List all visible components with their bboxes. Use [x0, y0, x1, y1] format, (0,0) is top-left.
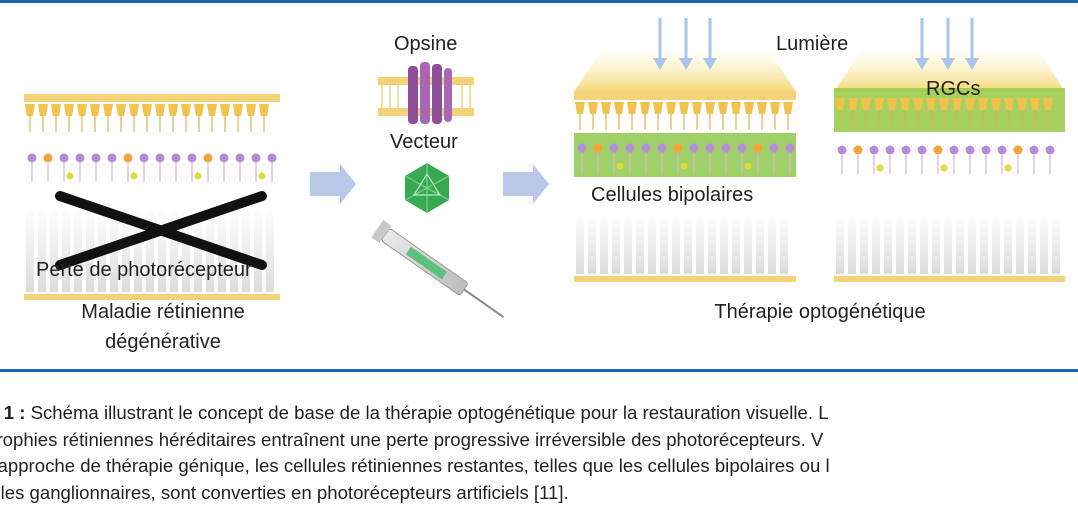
- top-rule: [0, 0, 1078, 3]
- caption-label: g. 1 :: [0, 402, 26, 423]
- label-perte-photorecepteur: Perte de photorécepteur: [36, 259, 252, 281]
- light-arrow-icon: [653, 18, 717, 70]
- optogenetics-figure: [24, 18, 1065, 318]
- ganglion-layer: [25, 104, 269, 132]
- label-rgcs: RGCs: [926, 78, 981, 100]
- caption-line: llules ganglionnaires, sont converties e…: [0, 481, 569, 503]
- label-maladie-line1: Maladie rétinienne: [81, 301, 245, 323]
- light-arrow-icon: [915, 18, 979, 70]
- caption-text: Schéma illustrant le concept de base de …: [30, 402, 829, 423]
- vector-icon: [404, 163, 450, 213]
- caption-line: g. 1 : Schéma illustrant le concept de b…: [0, 400, 1078, 427]
- opsin-icon: [378, 62, 474, 124]
- caption-line: strophies rétiniennes héréditaires entra…: [0, 428, 824, 450]
- caption-line: e approche de thérapie génique, les cell…: [0, 455, 830, 476]
- flow-arrow-icon: [310, 164, 356, 204]
- retina-diseased: [24, 94, 280, 300]
- retina-bipolar-treated: [574, 18, 796, 282]
- label-opsine: Opsine: [394, 33, 458, 55]
- ganglion-layer: [835, 98, 1053, 126]
- flow-arrow-icon: [503, 164, 549, 204]
- bipolar-layer: [577, 143, 795, 172]
- label-vecteur: Vecteur: [390, 131, 458, 153]
- bipolar-layer: [27, 153, 277, 182]
- cross-icon: [55, 191, 267, 270]
- bottom-rule: [0, 369, 1078, 372]
- ganglion-layer: [575, 102, 793, 130]
- label-maladie-line2: dégénérative: [105, 331, 221, 353]
- figure-caption: g. 1 : Schéma illustrant le concept de b…: [0, 400, 1078, 506]
- label-lumiere: Lumière: [776, 33, 849, 55]
- photoreceptor-layer: [836, 213, 1060, 274]
- label-therapie-optogenetique: Thérapie optogénétique: [714, 301, 926, 323]
- bipolar-layer: [837, 145, 1055, 174]
- retina-rgc-treated: [834, 18, 1065, 282]
- label-cellules-bipolaires: Cellules bipolaires: [591, 184, 754, 206]
- syringe-icon: [371, 220, 505, 318]
- photoreceptor-layer: [576, 213, 788, 274]
